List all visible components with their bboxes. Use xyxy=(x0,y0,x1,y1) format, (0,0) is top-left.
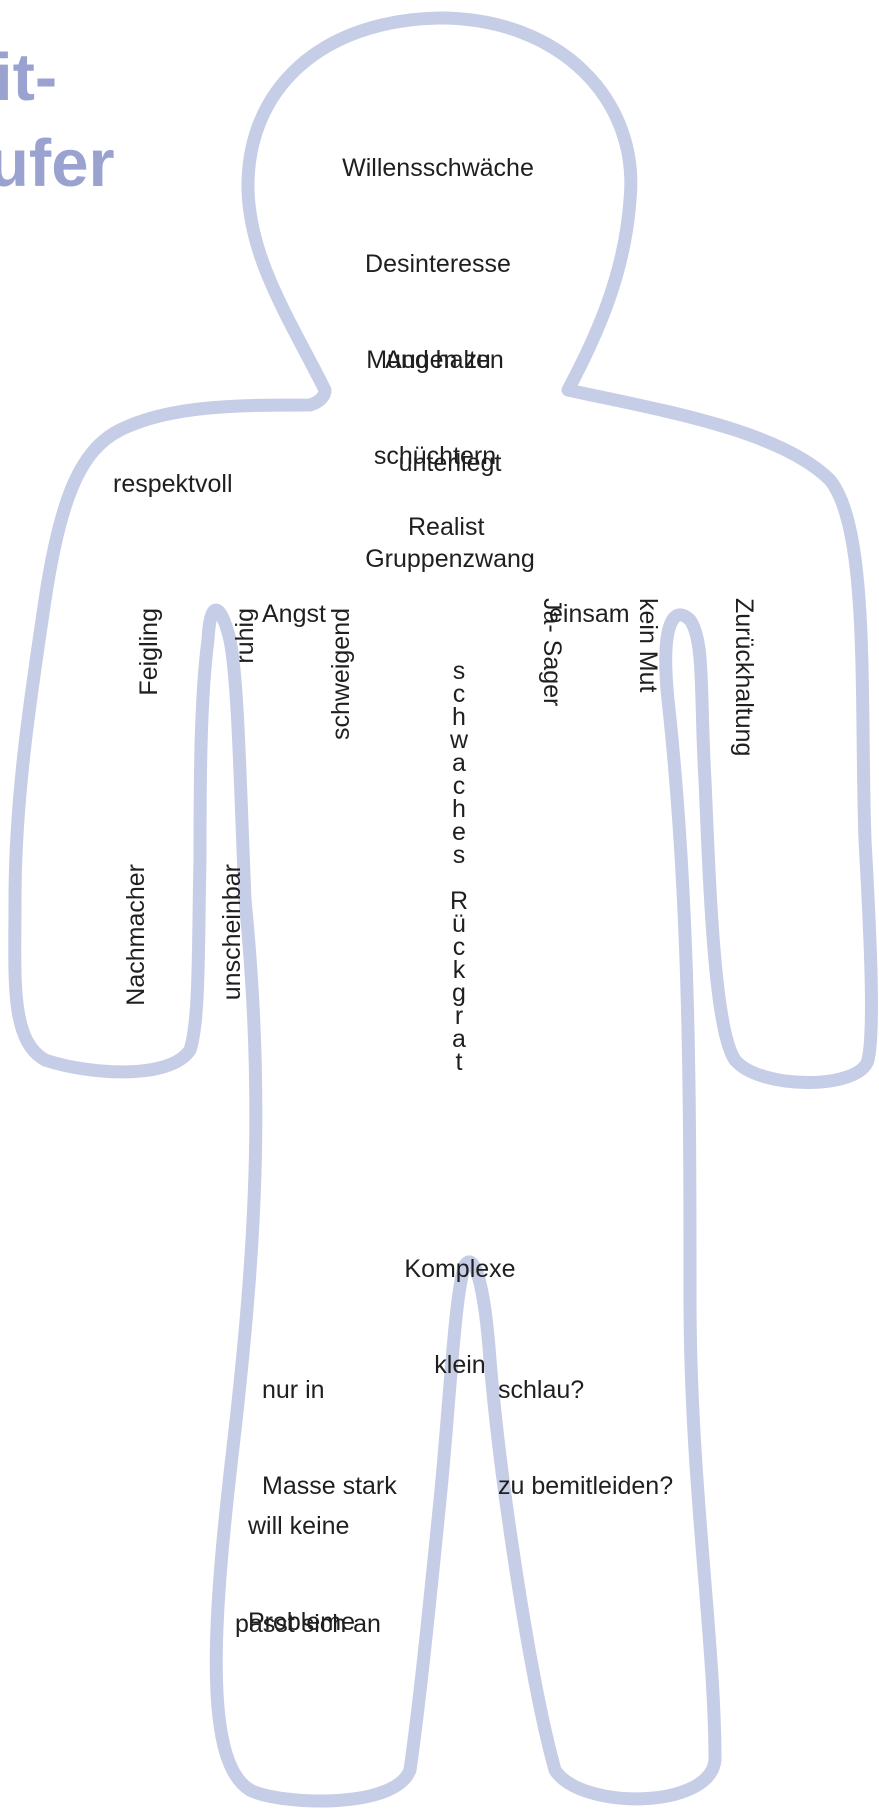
right-arm-line-1: Zurückhaltung xyxy=(730,598,758,757)
spine-letter: c xyxy=(452,933,466,961)
spine-letter: g xyxy=(452,979,466,1007)
leg-left-upper-line-1: nur in xyxy=(262,1376,325,1404)
right-arm-line-3: Ja- Sager xyxy=(538,598,566,707)
spine-letter: h xyxy=(452,703,466,731)
leg-left-middle-line-1: will keine xyxy=(248,1512,350,1540)
mouth-line-1: Mund halten xyxy=(366,346,504,374)
spine-letter: a xyxy=(452,749,466,777)
hips-text: Komplexe klein xyxy=(385,1189,535,1413)
title-line-2: ufer xyxy=(0,126,115,201)
neck-line-1: unterliegt xyxy=(398,449,502,477)
torso-left-text: Angst xyxy=(262,600,326,628)
spine-letter: ü xyxy=(452,910,466,938)
hips-line-2: klein xyxy=(434,1351,486,1379)
leg-left-middle-text: will keine Probleme xyxy=(248,1446,355,1670)
spine-letter: r xyxy=(454,1002,464,1030)
chest-text: Realist xyxy=(408,513,485,541)
left-arm-upper-text: Feigling ruhig schweigend xyxy=(69,608,355,788)
leg-left-upper-line-2: Masse stark xyxy=(262,1472,397,1500)
left-arm-upper-line-2: ruhig xyxy=(231,608,259,664)
shoulder-left-text: respektvoll xyxy=(113,470,233,498)
head-text: Willensschwäche Desinteresse Augen zu xyxy=(318,88,558,408)
neck-text: unterliegt Gruppenzwang xyxy=(340,383,560,607)
right-arm-line-2: kein Mut xyxy=(634,598,662,693)
spine-letter: c xyxy=(452,772,466,800)
leg-right-upper-text: schlau? zu bemitleiden? xyxy=(498,1310,673,1534)
spine-letter: s xyxy=(452,841,466,869)
left-arm-lower-line-2: unscheinbar xyxy=(218,864,246,1001)
head-line-1: Willensschwäche xyxy=(342,154,534,182)
mouth-line-2: schüchtern xyxy=(373,442,497,470)
torso-right-text: einsam xyxy=(549,600,630,628)
spine-letter: c xyxy=(452,680,466,708)
leg-right-upper-line-1: schlau? xyxy=(498,1376,585,1404)
left-arm-upper-line-3: schweigend xyxy=(327,608,355,741)
leg-left-middle-line-2: Probleme xyxy=(248,1608,355,1636)
spine-letter: a xyxy=(452,1025,466,1053)
left-arm-upper-line-1: Feigling xyxy=(135,608,163,696)
left-arm-lower-text: Nachmacher unscheinbar xyxy=(56,864,246,1064)
spine-letter: w xyxy=(449,726,469,754)
head-line-2: Desinteresse xyxy=(365,250,511,278)
spine-letter: R xyxy=(449,887,469,915)
spine-letter: k xyxy=(452,956,466,984)
leg-left-upper-text: nur in Masse stark xyxy=(262,1310,397,1534)
spine-letter: e xyxy=(452,818,466,846)
neck-line-2: Gruppenzwang xyxy=(365,545,535,573)
leg-right-upper-line-2: zu bemitleiden? xyxy=(498,1472,674,1500)
mouth-text: Mund halten schüchtern xyxy=(340,280,530,504)
left-arm-lower-line-1: Nachmacher xyxy=(122,864,150,1006)
spine-letter: s xyxy=(452,657,466,685)
title-line-1: it- xyxy=(0,40,58,115)
spine-letter: t xyxy=(455,1048,463,1076)
right-arm-text: Zurückhaltung kein Mut Ja- Sager xyxy=(538,598,824,784)
spine-letter: h xyxy=(452,795,466,823)
hips-line-1: Komplexe xyxy=(404,1255,516,1283)
head-line-3: Augen zu xyxy=(385,346,491,374)
leg-left-lower-text: passt sich an xyxy=(235,1610,381,1638)
